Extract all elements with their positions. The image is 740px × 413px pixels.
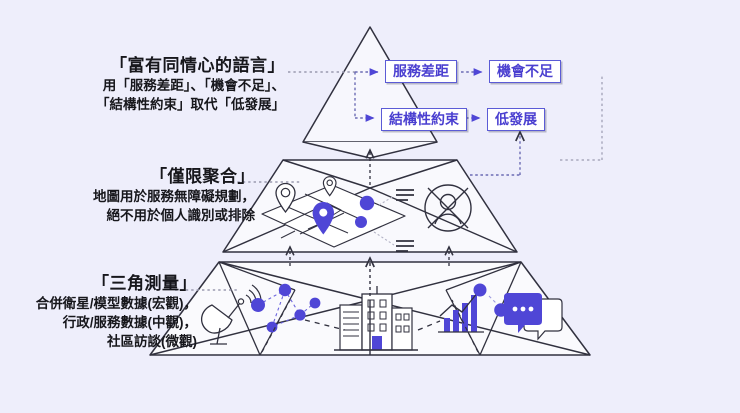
label-middle-title: 「僅限聚合」	[150, 167, 255, 186]
label-top-line-1: 用「服務差距」、「機會不足」、	[102, 78, 285, 94]
label-middle-line-1: 地圖用於服務無障礙規劃，	[93, 189, 255, 205]
label-bottom-line-2: 行政/服務數據(中觀)，	[62, 315, 197, 331]
location-pin-filled-icon	[312, 202, 334, 235]
bar-chart-icon	[438, 283, 508, 333]
location-pin-icon	[275, 182, 296, 214]
label-top-title: 「富有同情心的語言」	[110, 56, 285, 75]
node-connectors	[354, 68, 603, 176]
data-dot-icon	[355, 216, 367, 228]
no-person-icon	[424, 184, 472, 232]
chat-bubbles-icon	[504, 293, 563, 341]
node-low-development: 低發展	[487, 108, 545, 132]
label-triangulation: 「三角測量」 合併衛星/模型數據(宏觀)， 行政/服務數據(中觀)， 社區訪談(…	[36, 272, 197, 351]
node-opportunity-shortfall: 機會不足	[489, 60, 561, 84]
label-bottom-line-3: 社區訪談(微觀)	[107, 333, 197, 349]
label-bottom-title: 「三角測量」	[92, 274, 197, 293]
label-aggregate-only: 「僅限聚合」 地圖用於服務無障礙規劃， 絕不用於個人識別或排除	[93, 165, 255, 226]
leader-lines	[175, 71, 355, 291]
office-building-icon	[334, 286, 418, 351]
label-top-line-2: 「結構性約束」取代「低發展」	[96, 97, 285, 113]
label-compassionate-language: 「富有同情心的語言」 用「服務差距」、「機會不足」、 「結構性約束」取代「低發展…	[96, 54, 285, 115]
node-service-gap: 服務差距	[385, 60, 457, 84]
node-structural-constraint: 結構性約束	[381, 108, 467, 132]
location-pin-small-icon	[322, 176, 337, 197]
data-dot-icon	[359, 195, 375, 211]
label-bottom-line-1: 合併衛星/模型數據(宏觀)，	[35, 296, 197, 312]
satellite-dish-icon	[201, 284, 262, 345]
label-middle-line-2: 絕不用於個人識別或排除	[106, 208, 256, 224]
pyramid-top-layer	[302, 26, 438, 159]
text-lines-icon	[373, 189, 414, 252]
network-nodes-icon	[251, 283, 321, 333]
flow-arrows	[261, 150, 479, 355]
